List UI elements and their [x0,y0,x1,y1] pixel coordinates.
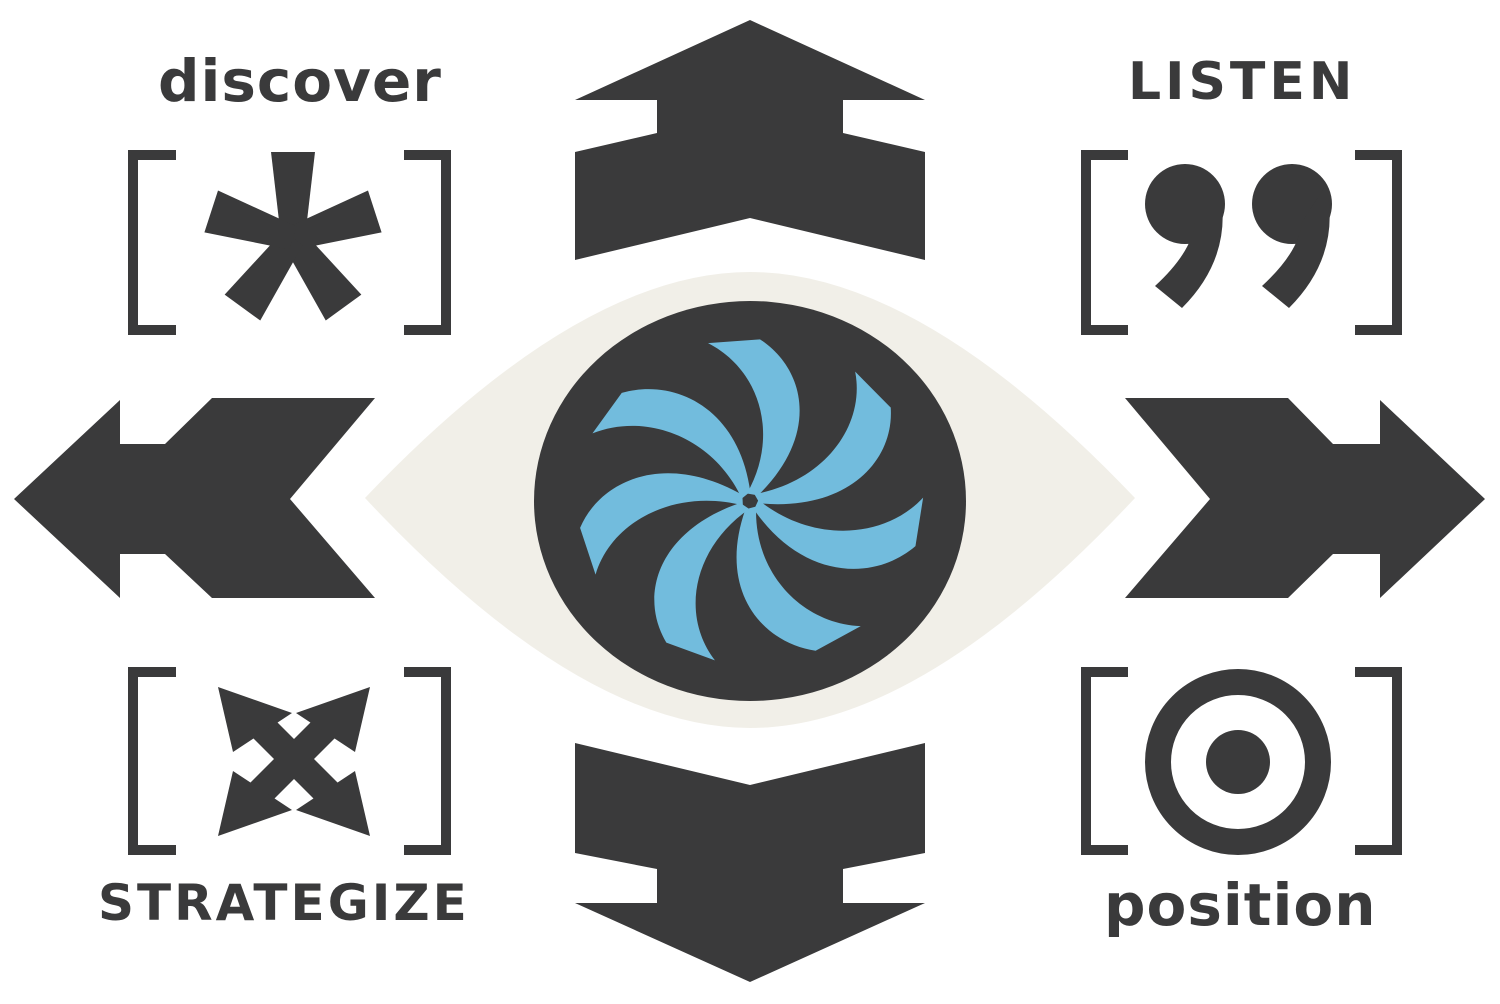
aperture-blade [754,497,924,569]
asterisk-arm [271,152,315,238]
asterisk-arm [204,190,297,250]
label-strategize: STRATEGIZE [98,874,470,932]
arrow-right-icon [1125,398,1485,598]
expand-arrows-icon [218,687,370,836]
aperture-swirl-icon [580,339,924,661]
quotation-marks-icon [1145,164,1332,308]
aperture-blade [754,371,891,505]
asterisk-icon-shape [204,152,382,321]
asterisk-arm [283,230,362,321]
label-discover: discover [158,47,442,115]
target-icon [1145,669,1331,855]
bracket-frame-top-left [128,150,451,335]
asterisk-arm [289,190,382,250]
asterisk-arm [224,230,303,321]
aperture-blade [580,473,743,575]
label-position: position [1104,871,1377,939]
bracket-frame-top-right [1081,150,1402,335]
arrow-down-icon [575,743,925,982]
aperture-blade [708,339,800,496]
aperture-blade [654,502,750,661]
aperture-blade [592,389,751,499]
aperture-blade [736,506,861,651]
label-listen: LISTEN [1128,52,1357,112]
bracket-frame-bottom-left [128,667,451,855]
arrow-up-icon [575,20,925,260]
arrow-left-icon [14,398,375,598]
bracket-frame-bottom-right [1081,667,1402,855]
